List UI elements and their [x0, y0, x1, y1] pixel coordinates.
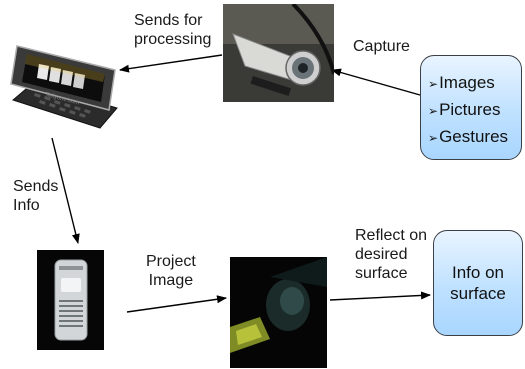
input-types-list: ➢Images ➢Pictures ➢Gestures: [428, 70, 508, 151]
label-project: Project: [146, 253, 196, 270]
info-on-surface-box: Info on surface: [433, 230, 523, 336]
label-reflect-on-surface: Reflect on desired surface: [355, 226, 427, 283]
label-reflect-on: Reflect on: [355, 227, 428, 244]
label-sends-info: Sends Info: [13, 177, 58, 215]
label-surface: surface: [355, 265, 408, 282]
label-sends-for: Sends for: [134, 12, 203, 29]
label-processing: processing: [134, 31, 212, 48]
camera-device-image: [223, 4, 334, 102]
arrow-camera-to-phone: [119, 54, 223, 73]
smartphone-image: Tellyone.com: [10, 45, 118, 129]
arrow-phone-to-projector: [51, 137, 80, 244]
arrow-bullet-icon: ➢: [428, 104, 439, 118]
list-item: ➢Pictures: [428, 100, 501, 119]
list-item: ➢Gestures: [428, 127, 509, 146]
arrow-bullet-icon: ➢: [428, 77, 439, 91]
label-info: Info: [13, 197, 40, 214]
pico-projector-image: [37, 250, 104, 350]
output-line-2: surface: [450, 284, 506, 303]
projected-light-image: [230, 257, 327, 368]
arrow-inputs-to-camera: [331, 68, 421, 96]
output-line-1: Info on: [452, 263, 504, 282]
input-types-box: ➢Images ➢Pictures ➢Gestures: [420, 55, 522, 160]
label-image: Image: [148, 272, 194, 289]
label-sends: Sends: [13, 178, 59, 195]
label-sends-for-processing: Sends for processing: [134, 11, 211, 49]
label-capture: Capture: [353, 38, 410, 55]
label-project-image: Project Image: [146, 252, 196, 290]
list-item: ➢Images: [428, 73, 495, 92]
arrow-light-to-surface: [329, 291, 431, 301]
arrow-projector-to-light: [126, 295, 227, 313]
arrow-bullet-icon: ➢: [428, 131, 439, 145]
label-desired: desired: [355, 246, 408, 263]
